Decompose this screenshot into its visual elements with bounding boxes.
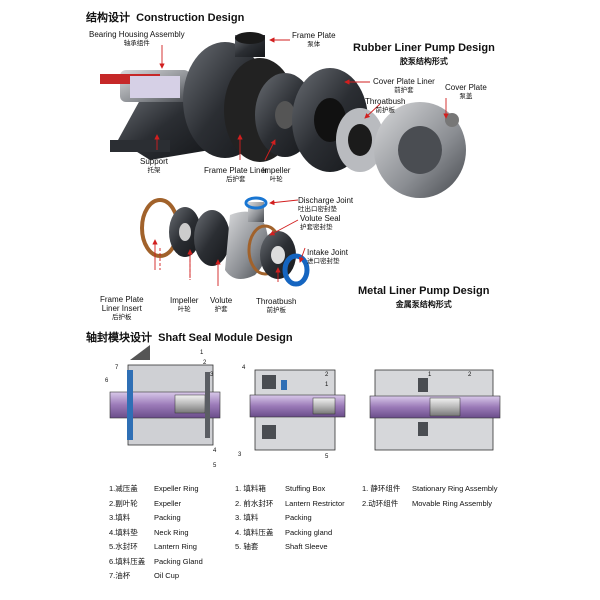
callout-d1-3: 3 [210,372,214,378]
callout-d1-6: 6 [105,378,109,384]
callout-d2-5: 5 [325,454,329,460]
callout-d1-4: 4 [213,448,217,454]
section-title-shaft-seal: 轴封模块设计 Shaft Seal Module Design [86,332,293,344]
callout-d1-5: 5 [213,463,217,469]
callout-d1-1: 1 [200,350,204,356]
shaft-seal-diagram-1 [109,345,221,446]
callout-d1-2: 2 [203,360,207,366]
shaft-seal-diagram-2 [249,369,346,451]
rubber-pump-drawing [100,32,466,198]
callout-d3-2: 2 [468,372,472,378]
callout-d2-4: 4 [242,365,246,371]
callout-d2-2: 2 [325,372,329,378]
metal-pump-drawing [140,196,310,287]
callout-d2-1: 1 [325,382,329,388]
callout-d2-3: 3 [238,452,242,458]
section-title-construction: 结构设计 Construction Design [86,12,245,24]
shaft-seal-diagram-3 [369,369,501,451]
callout-d3-1: 1 [428,372,432,378]
callout-d1-7: 7 [115,365,119,371]
